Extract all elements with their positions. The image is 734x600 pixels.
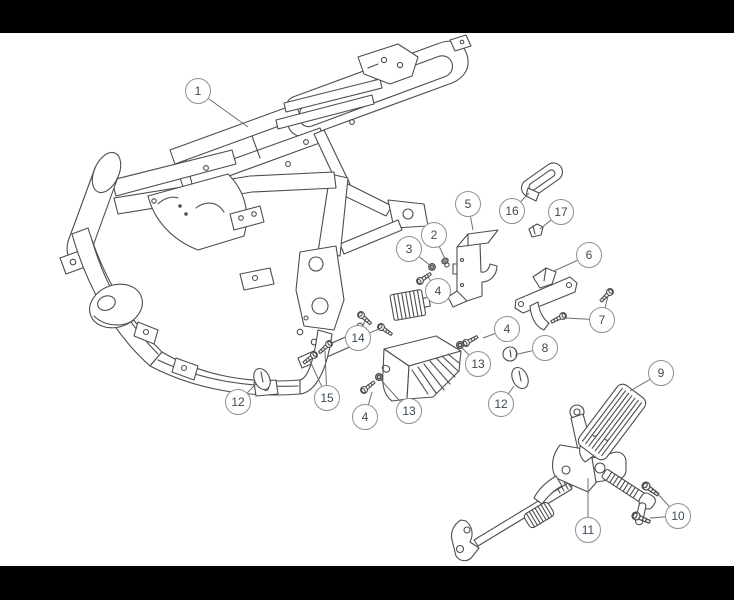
callout-label: 5	[464, 197, 472, 211]
cdi-box-drawing	[381, 335, 462, 402]
callout-4[interactable]: 4	[494, 316, 520, 342]
callout-label: 6	[585, 248, 593, 262]
leader-line	[438, 246, 446, 260]
callout-7[interactable]: 7	[589, 307, 615, 333]
callout-2[interactable]: 2	[421, 222, 447, 248]
leader-line	[655, 491, 670, 507]
callout-11[interactable]: 11	[575, 517, 601, 543]
callout-12[interactable]: 12	[225, 389, 251, 415]
callout-14[interactable]: 14	[345, 325, 371, 351]
nut-washer-drawing	[428, 257, 450, 271]
callout-label: 8	[541, 341, 549, 355]
callout-15[interactable]: 15	[314, 385, 340, 411]
callout-4[interactable]: 4	[352, 404, 378, 430]
callout-label: 9	[657, 366, 665, 380]
callout-9[interactable]: 9	[648, 360, 674, 386]
battery-bracket-drawing	[447, 229, 499, 308]
oval-plug-left-drawing	[253, 367, 271, 391]
callout-6[interactable]: 6	[576, 242, 602, 268]
leader-line	[324, 350, 327, 386]
callout-label: 12	[494, 397, 508, 411]
callout-label: 12	[231, 395, 245, 409]
leader-line	[517, 350, 533, 355]
letterbox-bottom	[0, 566, 734, 600]
callout-label: 4	[434, 284, 442, 298]
callout-1[interactable]: 1	[185, 78, 211, 104]
leader-line	[380, 379, 401, 402]
leader-line	[368, 391, 373, 405]
callout-label: 16	[505, 204, 519, 218]
callout-label: 1	[194, 84, 202, 98]
callout-label: 11	[581, 523, 595, 537]
callout-13[interactable]: 13	[465, 351, 491, 377]
leader-line	[461, 347, 470, 356]
leader-line	[604, 295, 609, 308]
callout-8[interactable]: 8	[532, 335, 558, 361]
callout-label: 13	[402, 404, 416, 418]
leader-line	[520, 192, 530, 202]
callout-label: 2	[430, 228, 438, 242]
letterbox-top	[0, 0, 734, 33]
leader-line	[565, 317, 590, 320]
oval-plug-right-drawing	[511, 366, 529, 390]
callout-label: 13	[471, 357, 485, 371]
callout-label: 4	[503, 322, 511, 336]
leader-line	[649, 516, 666, 519]
leader-line	[629, 379, 651, 392]
side-bracket-drawing	[514, 267, 578, 331]
leader-line	[470, 216, 474, 231]
callout-label: 17	[554, 205, 568, 219]
leader-line	[208, 98, 249, 128]
callout-13[interactable]: 13	[396, 398, 422, 424]
leader-line	[246, 383, 257, 394]
leader-line	[369, 327, 382, 334]
leader-line	[553, 259, 578, 272]
callout-4[interactable]: 4	[425, 278, 451, 304]
footpeg-assembly-drawing	[450, 383, 656, 562]
leader-line	[508, 385, 515, 394]
grab-loop-drawing	[520, 162, 564, 202]
callout-label: 4	[361, 410, 369, 424]
callout-5[interactable]: 5	[455, 191, 481, 217]
clip-drawing	[528, 223, 544, 238]
callout-10[interactable]: 10	[665, 503, 691, 529]
callout-12[interactable]: 12	[488, 391, 514, 417]
leader-line	[309, 360, 323, 387]
regulator-drawing	[389, 289, 431, 321]
callout-16[interactable]: 16	[499, 198, 525, 224]
callout-3[interactable]: 3	[396, 236, 422, 262]
callout-label: 15	[320, 391, 334, 405]
callout-17[interactable]: 17	[548, 199, 574, 225]
callout-label: 14	[351, 331, 365, 345]
leader-line	[482, 333, 495, 339]
callout-label: 10	[671, 509, 685, 523]
leader-line	[539, 219, 552, 230]
callout-label: 3	[405, 242, 413, 256]
frame-drawing	[59, 34, 472, 397]
round-cap-drawing	[502, 346, 518, 362]
callout-label: 7	[598, 313, 606, 327]
washer-drawing	[374, 340, 465, 382]
leader-line	[418, 256, 432, 267]
